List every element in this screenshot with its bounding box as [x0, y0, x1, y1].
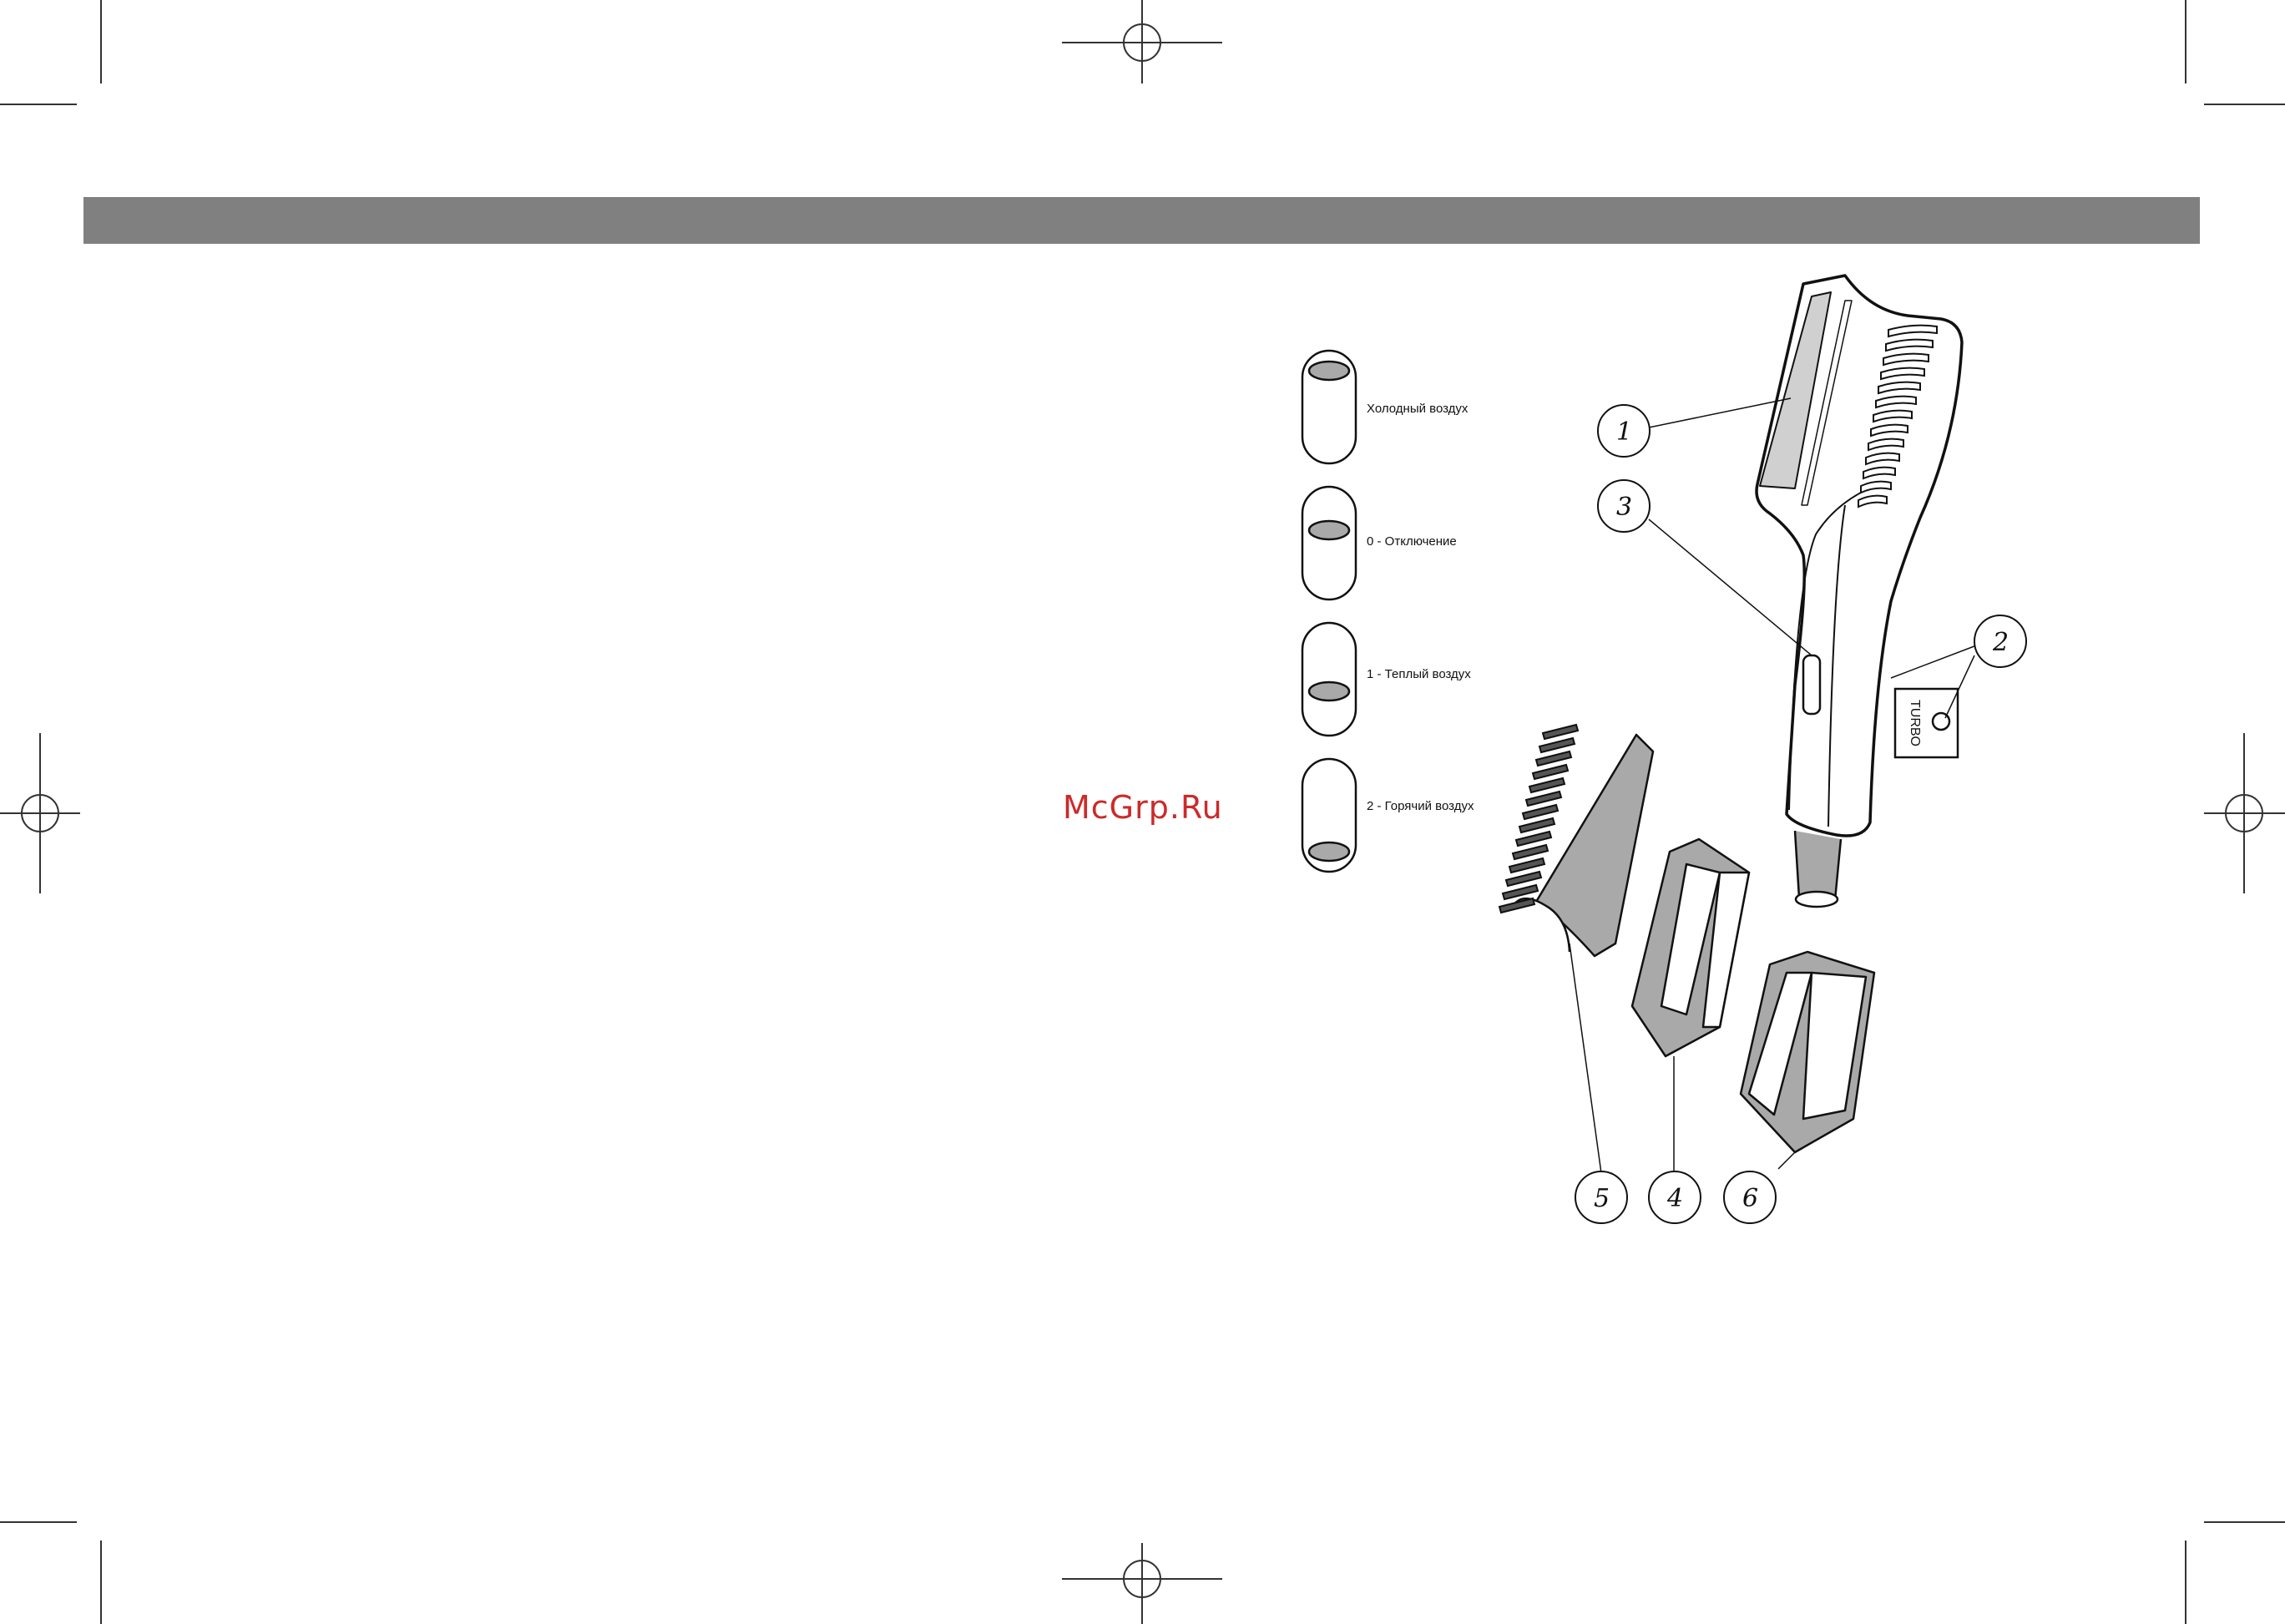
callout-6-number: 6	[1742, 1184, 1758, 1213]
brush-bristle	[1513, 845, 1548, 859]
callout-5-number: 5	[1594, 1184, 1610, 1213]
turbo-label: TURBO	[1908, 700, 1922, 746]
hair-dryer	[1757, 276, 1962, 907]
turbo-button-detail	[1895, 689, 1958, 757]
brush-bristle	[1503, 885, 1538, 899]
switch-icon-hot	[1302, 759, 1356, 872]
flat-comb-attachment	[1741, 952, 1874, 1152]
switch-icon-cold	[1302, 351, 1356, 463]
brush-bristle	[1519, 818, 1555, 832]
brush-bristle	[1509, 858, 1544, 873]
comb-attachment	[1632, 839, 1749, 1056]
brush-bristle	[1543, 725, 1578, 739]
switch-icon-off	[1302, 487, 1356, 600]
brush-bristle	[1536, 751, 1571, 766]
brush-attachment	[1511, 735, 1653, 956]
brush-bristle	[1516, 832, 1551, 846]
callout-3-number: 3	[1616, 493, 1632, 522]
callout-2-number: 2	[1992, 628, 2009, 657]
brush-bristle	[1506, 872, 1541, 886]
callout-1-number: 1	[1616, 417, 1632, 447]
brush-bristle	[1523, 805, 1558, 819]
brush-bristle	[1539, 738, 1575, 752]
switch-icon-warm	[1302, 623, 1356, 736]
brush-bristle	[1526, 792, 1561, 806]
brush-bristle	[1529, 778, 1565, 792]
brush-bristle	[1533, 765, 1568, 779]
callout-4-number: 4	[1666, 1184, 1683, 1213]
